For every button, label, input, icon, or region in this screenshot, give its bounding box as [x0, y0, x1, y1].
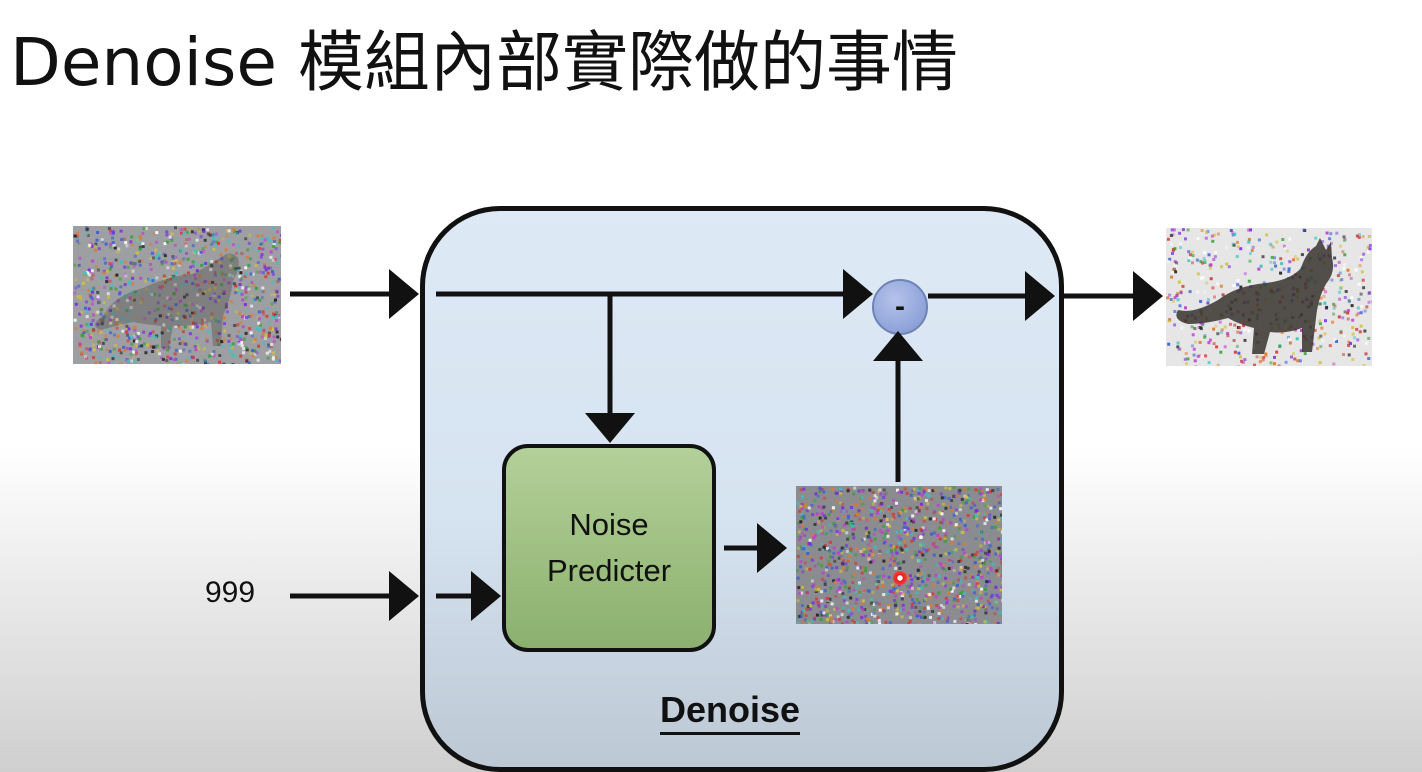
- subtract-operator-node: -: [872, 279, 928, 335]
- page-title: Denoise 模組內部實際做的事情: [10, 24, 958, 101]
- noise-image-canvas: [796, 486, 1002, 624]
- input-image-canvas: [73, 226, 281, 364]
- cat-silhouette: [1176, 238, 1334, 354]
- cursor-marker-dot: [893, 571, 907, 585]
- output-cat-image: [1166, 228, 1372, 366]
- denoise-module-label: Denoise: [660, 690, 801, 735]
- output-image-canvas: [1166, 228, 1372, 366]
- input-noisy-cat-image: [73, 226, 281, 364]
- timestep-input-label: 999: [205, 576, 256, 609]
- predicted-noise-image: [796, 486, 1002, 624]
- noise-predictor-label: Noise Predicter: [546, 507, 672, 588]
- noise-predictor-block: Noise Predicter: [502, 444, 716, 652]
- subtract-operator-symbol: -: [895, 290, 905, 323]
- cat-silhouette: [94, 253, 239, 348]
